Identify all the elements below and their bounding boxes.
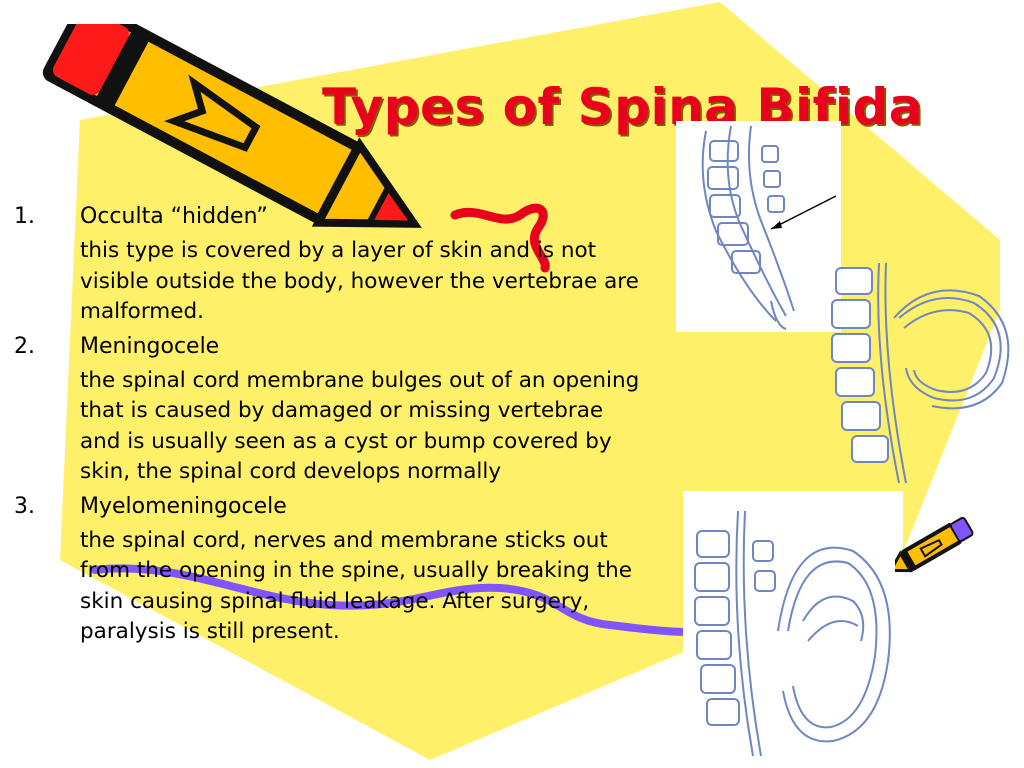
spine-diagram-myelomeningocele <box>683 491 903 763</box>
list-item-heading: Meningocele <box>80 333 220 359</box>
purple-squiggle-icon <box>91 564 724 637</box>
list-item-number: 2. <box>14 333 35 359</box>
list-item: 1. Occulta “hidden” <box>14 202 654 232</box>
list-item-heading: Myelomeningocele <box>80 493 287 519</box>
pencil-clipart-icon <box>42 24 422 228</box>
list-item: 3. Myelomeningocele <box>14 492 654 522</box>
red-squiggle-icon <box>450 203 550 273</box>
spine-diagram-occulta <box>676 121 841 332</box>
list-item-description: the spinal cord, nerves and membrane sti… <box>80 527 632 645</box>
list-item-number: 1. <box>14 204 35 229</box>
spina-bifida-list: 1. Occulta “hidden” this type is covered… <box>14 202 654 652</box>
list-item: 2. Meningocele <box>14 332 654 362</box>
list-item-description: this type is covered by a layer of skin … <box>80 238 639 324</box>
small-pencil-clipart-icon <box>895 500 985 585</box>
spine-diagram-meningocele <box>824 258 1020 491</box>
list-item-number: 3. <box>14 493 35 519</box>
list-item-description: the spinal cord membrane bulges out of a… <box>80 367 640 485</box>
list-item-heading: Occulta “hidden” <box>80 204 268 229</box>
